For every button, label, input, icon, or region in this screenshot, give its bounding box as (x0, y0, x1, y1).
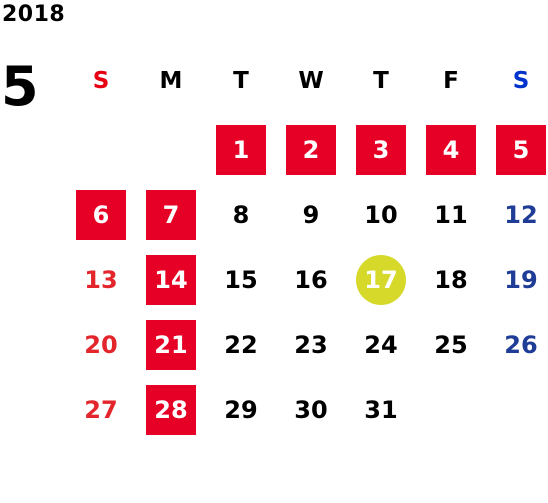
day-cell[interactable]: 1 (216, 125, 266, 175)
day-number: 4 (442, 136, 460, 164)
day-number: 8 (232, 201, 250, 229)
day-number: 25 (434, 331, 468, 359)
day-cell[interactable]: 16 (286, 255, 336, 305)
day-number: 9 (302, 201, 320, 229)
weekday-header: S (512, 68, 530, 94)
day-cell[interactable]: 3 (356, 125, 406, 175)
day-number: 31 (364, 396, 398, 424)
year-label: 2018 (2, 2, 66, 27)
weekday-header: T (233, 68, 249, 94)
day-number: 23 (294, 331, 328, 359)
day-number: 3 (372, 136, 390, 164)
day-cell[interactable]: 11 (426, 190, 476, 240)
day-cell[interactable]: 27 (76, 385, 126, 435)
day-number: 15 (224, 266, 258, 294)
weekday-header: M (159, 68, 183, 94)
day-cell[interactable]: 14 (146, 255, 196, 305)
day-number: 29 (224, 396, 258, 424)
day-number: 19 (504, 266, 538, 294)
day-number: 22 (224, 331, 258, 359)
day-number: 10 (364, 201, 398, 229)
day-cell[interactable]: 2 (286, 125, 336, 175)
day-number: 14 (154, 266, 188, 294)
day-cell[interactable]: 22 (216, 320, 266, 370)
day-number: 6 (92, 201, 110, 229)
day-cell[interactable]: 12 (496, 190, 546, 240)
day-cell[interactable]: 6 (76, 190, 126, 240)
day-number: 1 (232, 136, 250, 164)
day-cell[interactable]: 20 (76, 320, 126, 370)
day-cell[interactable]: 29 (216, 385, 266, 435)
day-cell[interactable]: 26 (496, 320, 546, 370)
day-number: 17 (364, 266, 398, 294)
day-number: 13 (84, 266, 118, 294)
weekday-header: W (298, 68, 324, 94)
day-number: 5 (512, 136, 530, 164)
day-cell[interactable]: 9 (286, 190, 336, 240)
weekday-header: F (443, 68, 459, 94)
day-cell[interactable]: 18 (426, 255, 476, 305)
day-cell[interactable]: 10 (356, 190, 406, 240)
day-cell[interactable]: 5 (496, 125, 546, 175)
day-number: 30 (294, 396, 328, 424)
weekday-header: S (92, 68, 110, 94)
day-cell[interactable]: 25 (426, 320, 476, 370)
day-number: 27 (84, 396, 118, 424)
day-number: 24 (364, 331, 398, 359)
day-number: 26 (504, 331, 538, 359)
day-cell[interactable]: 31 (356, 385, 406, 435)
day-number: 2 (302, 136, 320, 164)
day-number: 16 (294, 266, 328, 294)
day-cell[interactable]: 7 (146, 190, 196, 240)
day-number: 12 (504, 201, 538, 229)
day-cell[interactable]: 8 (216, 190, 266, 240)
weekday-header: T (373, 68, 389, 94)
day-number: 20 (84, 331, 118, 359)
day-cell[interactable]: 24 (356, 320, 406, 370)
day-cell[interactable]: 4 (426, 125, 476, 175)
day-number: 21 (154, 331, 188, 359)
day-number: 18 (434, 266, 468, 294)
day-number: 28 (154, 396, 188, 424)
day-cell-today[interactable]: 17 (356, 255, 406, 305)
day-cell[interactable]: 28 (146, 385, 196, 435)
day-cell[interactable]: 19 (496, 255, 546, 305)
day-cell[interactable]: 30 (286, 385, 336, 435)
day-number: 11 (434, 201, 468, 229)
day-cell[interactable]: 23 (286, 320, 336, 370)
day-cell[interactable]: 13 (76, 255, 126, 305)
day-cell[interactable]: 15 (216, 255, 266, 305)
month-label: 5 (1, 55, 39, 118)
day-cell[interactable]: 21 (146, 320, 196, 370)
day-number: 7 (162, 201, 180, 229)
